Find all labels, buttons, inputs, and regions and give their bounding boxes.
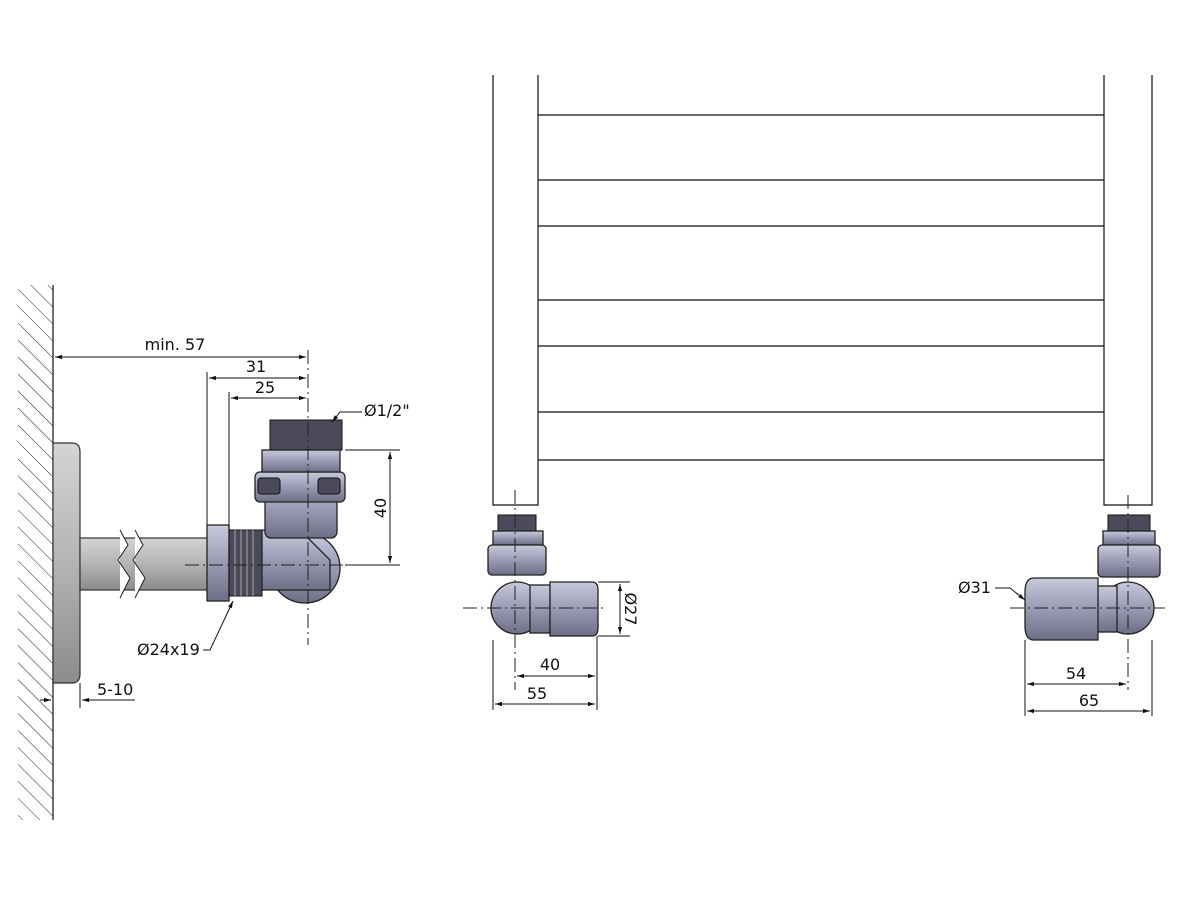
thread-size-label: Ø1/2": [364, 401, 410, 420]
cap-diameter-left-label: Ø27: [621, 593, 640, 626]
nut-slot: [317, 477, 341, 495]
pipe-connection-label: Ø24x19: [137, 640, 200, 659]
pipe: [79, 537, 209, 591]
rosette: [52, 442, 81, 684]
thermostat-cap: [549, 581, 599, 637]
wall-hatching: [18, 285, 53, 820]
radiator-left-tube: [492, 75, 539, 506]
dimension-31-label: 31: [246, 357, 266, 376]
dimension-40-label: 40: [371, 498, 390, 518]
radiator-right-tube: [1103, 75, 1153, 506]
thermostat-cap: [1024, 577, 1099, 641]
nut-slot: [257, 477, 281, 495]
thread-lines: [234, 530, 254, 596]
left-valve: [487, 514, 599, 637]
outlet-thread: [269, 419, 343, 451]
radiator-bars: [538, 114, 1104, 461]
dimension-65-label: 65: [1079, 691, 1099, 710]
right-valve: [1024, 514, 1161, 641]
dimension-55-label: 55: [527, 684, 547, 703]
compression-nut: [206, 524, 230, 602]
thread-connection: [228, 529, 263, 597]
radiator-front-view: Ø27 40 55 Ø31 54 65: [463, 75, 1165, 716]
leader-thread: [331, 411, 362, 423]
leader-pipe: [203, 600, 234, 651]
cap-diameter-right-label: Ø31: [958, 578, 991, 597]
dimension-min57-label: min. 57: [145, 335, 206, 354]
collar: [261, 449, 341, 473]
side-view: min. 57 31 25 40 Ø1/2" Ø24x19 5-10: [18, 285, 410, 820]
dimension-54-label: 54: [1066, 664, 1086, 683]
dimension-25-label: 25: [255, 378, 275, 397]
dimension-40-left-label: 40: [540, 655, 560, 674]
leader-cap-d31: [995, 587, 1026, 601]
pipe-break-symbol: [117, 529, 146, 599]
dimension-5-10-label: 5-10: [97, 680, 133, 699]
